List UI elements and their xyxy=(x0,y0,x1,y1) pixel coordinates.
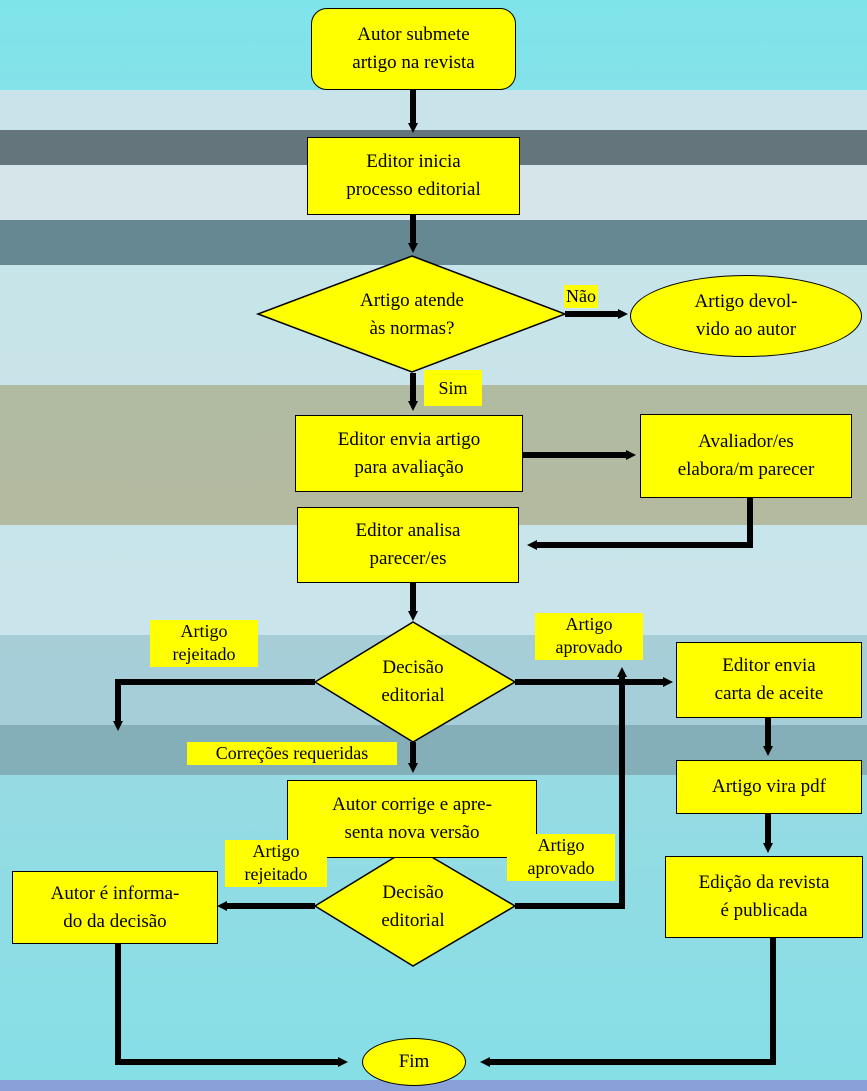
label-nao: Não xyxy=(564,285,598,309)
node-issue-published: Edição da revista é publicada xyxy=(665,856,863,938)
arrow-informed-to-end xyxy=(115,944,348,1067)
label-approved-1: Artigo aprovado xyxy=(535,613,643,660)
label-rejected-1: Artigo rejeitado xyxy=(150,620,258,667)
label-approved-2: Artigo aprovado xyxy=(507,834,615,881)
node-article-pdf: Artigo vira pdf xyxy=(676,760,862,814)
node-acceptance-letter: Editor envia carta de aceite xyxy=(676,642,862,718)
arrow-decision2-approved xyxy=(515,667,627,909)
node-returned-to-author: Artigo devol- vido ao autor xyxy=(630,275,862,357)
node-send-for-review: Editor envia artigo para avaliação xyxy=(295,415,523,492)
node-author-informed: Autor é informa- do da decisão xyxy=(12,871,218,944)
decision1-shape xyxy=(313,621,517,743)
decision-norms-shape xyxy=(255,255,568,373)
arrow-decision1-rejected xyxy=(115,679,315,720)
label-sim: Sim xyxy=(424,370,482,406)
node-author-corrects: Autor corrige e apre- senta nova versão xyxy=(287,780,537,858)
node-editor-starts: Editor inicia processo editorial xyxy=(307,137,520,215)
arrow-published-to-end xyxy=(480,938,776,1067)
node-end: Fim xyxy=(362,1038,466,1086)
label-rejected-2: Artigo rejeitado xyxy=(225,840,327,887)
node-author-submits: Autor submete artigo na revista xyxy=(311,8,516,90)
node-editor-analyzes: Editor analisa parecer/es xyxy=(297,507,519,583)
node-reviewers-opinion: Avaliador/es elabora/m parecer xyxy=(640,414,852,498)
label-corrections: Correções requeridas xyxy=(187,742,397,766)
decision2-shape xyxy=(313,845,517,967)
arrow-reviewers-to-analyze xyxy=(527,498,753,550)
